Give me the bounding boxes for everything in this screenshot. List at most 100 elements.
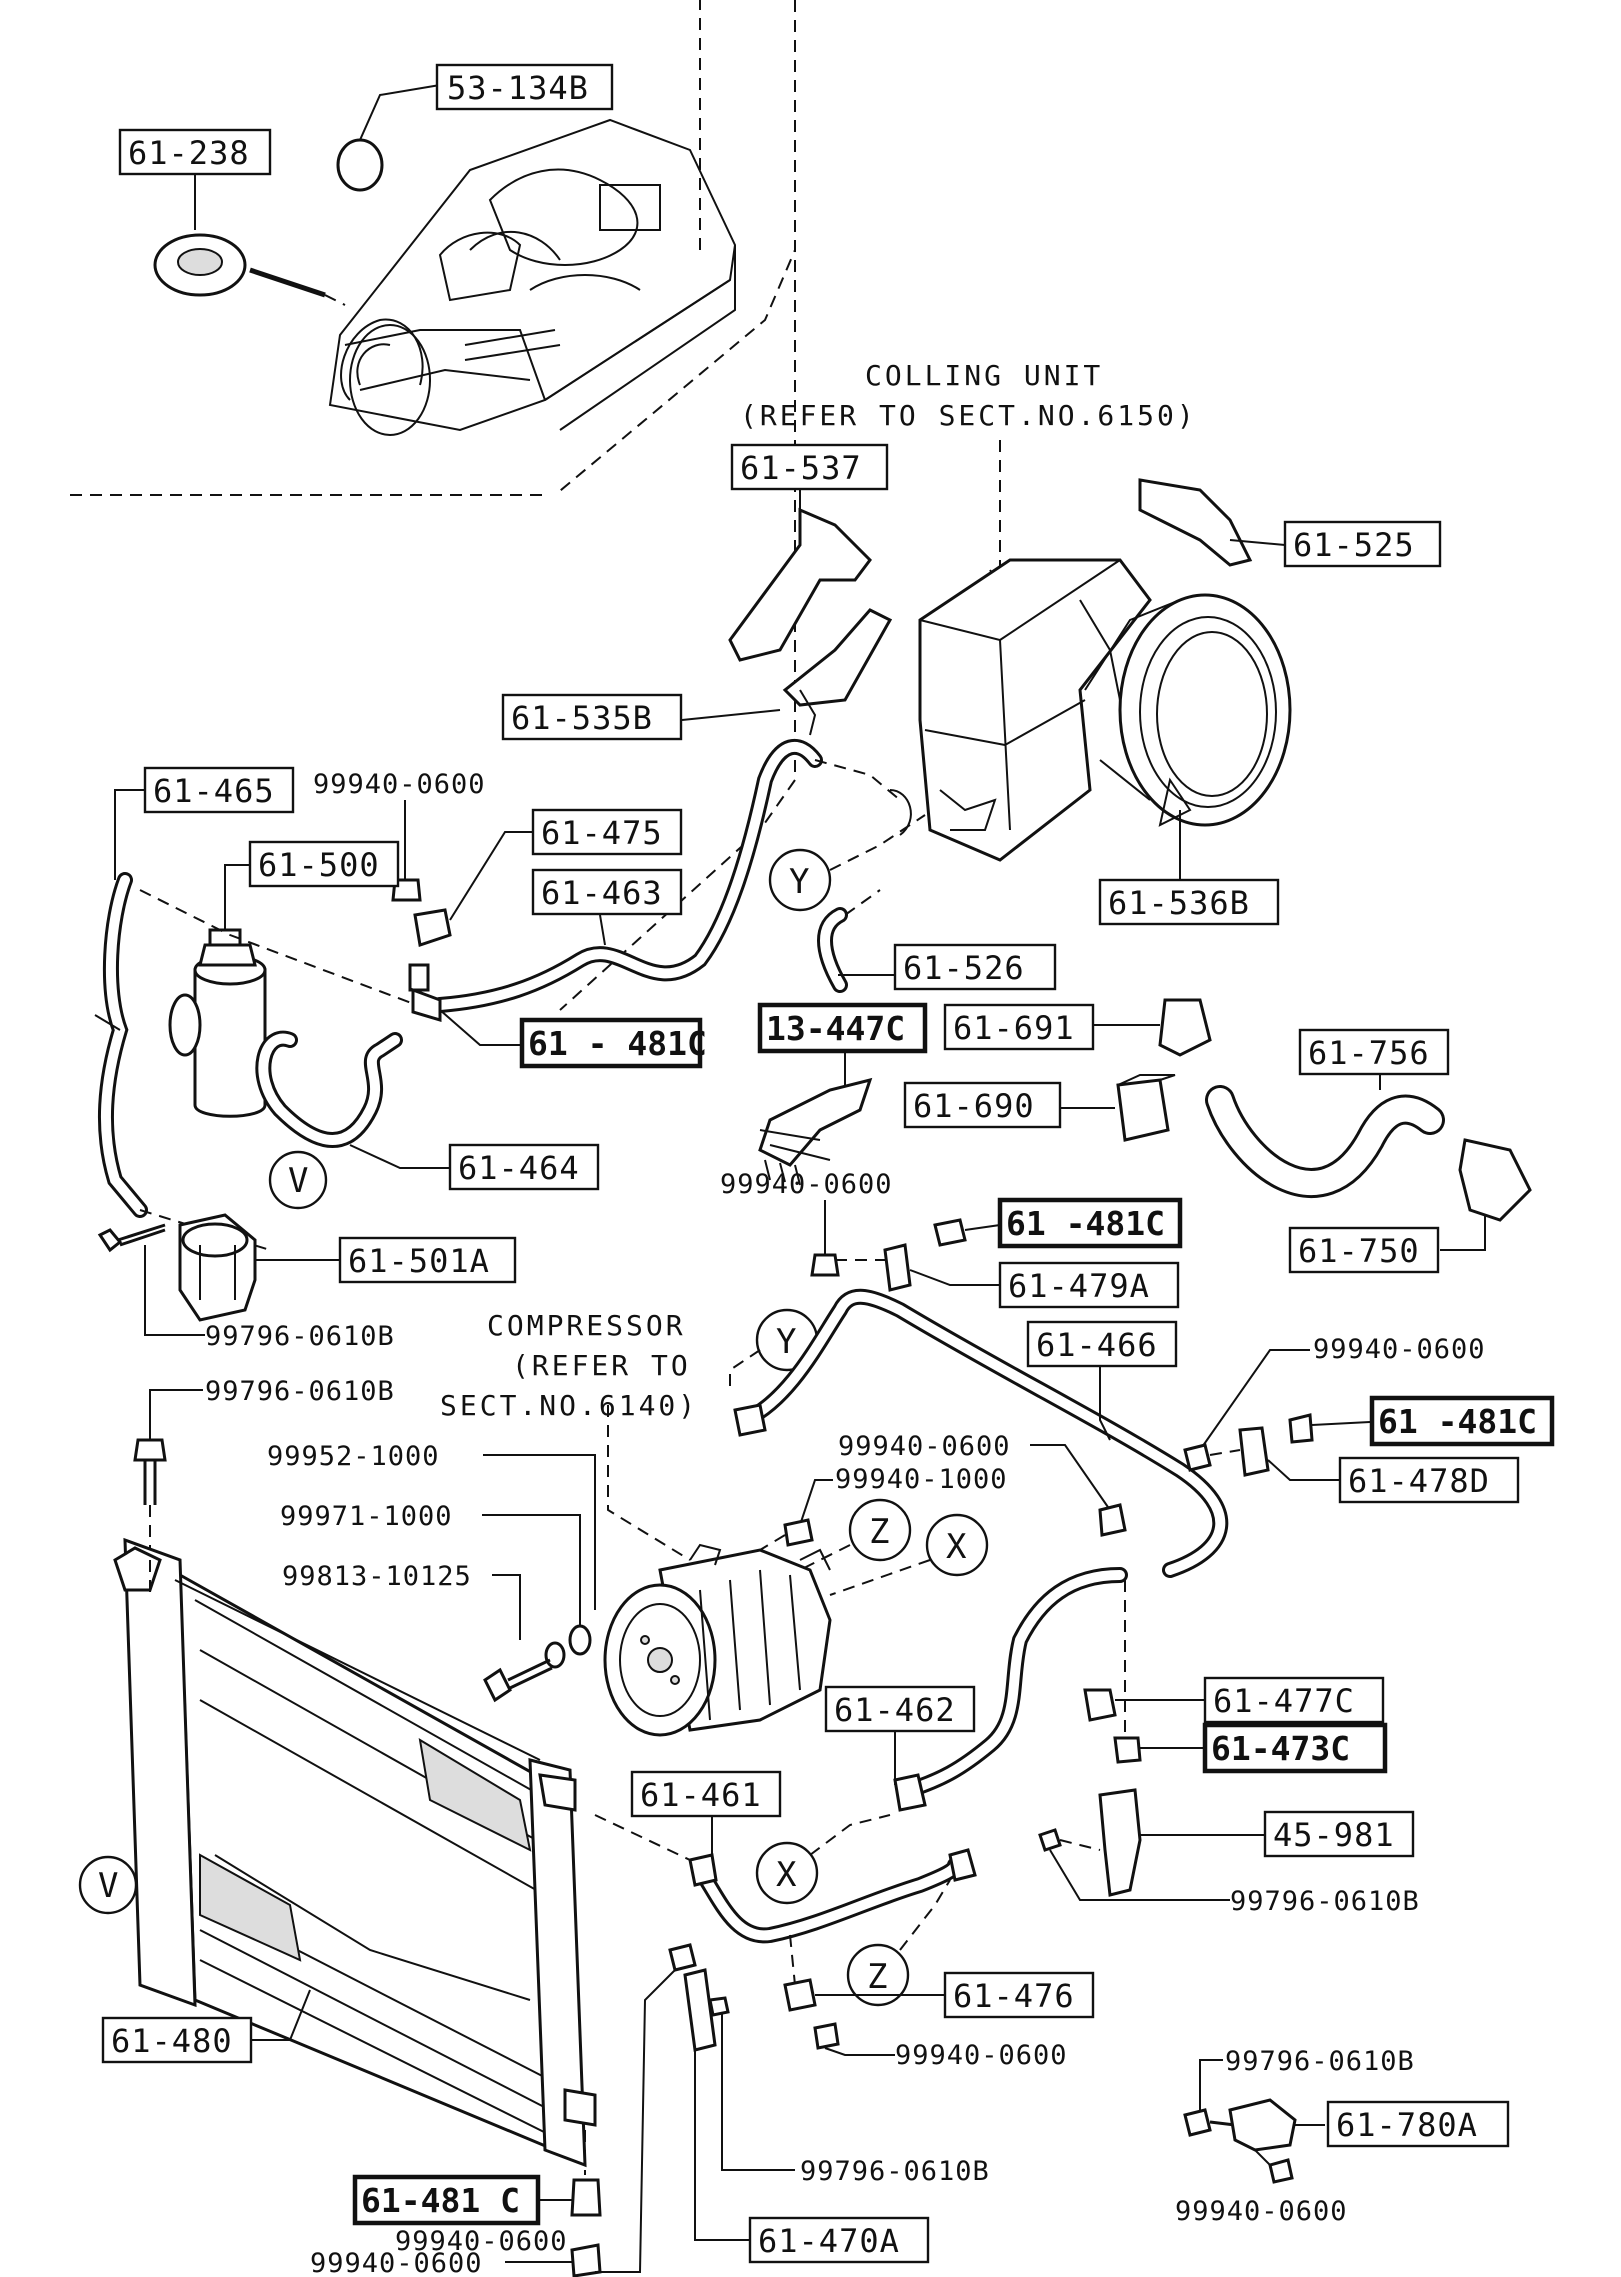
- part-label-61-537: 61-537: [740, 449, 862, 487]
- part-label-61-756: 61-756: [1308, 1034, 1430, 1072]
- part-label-61-478d: 61-478D: [1348, 1462, 1490, 1500]
- part-label-61-535b: 61-535B: [511, 699, 653, 737]
- label-box-61-481c-a: [519, 1017, 703, 1069]
- part-label-61-463: 61-463: [541, 874, 663, 912]
- cap-53-134b-icon: [336, 138, 384, 192]
- note-compressor-refer: (REFER TO: [512, 1349, 691, 1382]
- part-label-61-536b: 61-536B: [1108, 884, 1250, 922]
- label-box-61-477c: [1203, 1676, 1385, 1724]
- label-box-61-479a: [998, 1261, 1180, 1309]
- part-label-61-464: 61-464: [458, 1149, 580, 1187]
- label-box-61-481c-c: [1369, 1395, 1555, 1447]
- part-number-99940-0600-f: 99940-0600: [310, 2248, 483, 2277]
- part-label-61-501a: 61-501A: [348, 1242, 490, 1280]
- part-label-61-525: 61-525: [1293, 526, 1415, 564]
- part-number-99940-0600-d: 99940-0600: [838, 1431, 1011, 1462]
- marker-x-low-label: X: [776, 1855, 797, 1895]
- marker-z-low-label: Z: [867, 1957, 887, 1997]
- condenser-core: [178, 1572, 557, 2153]
- part-label-53-134b: 53-134B: [447, 69, 589, 107]
- part-label-61-470a: 61-470A: [758, 2222, 900, 2260]
- marker-x-mid: [925, 1513, 989, 1577]
- label-box-61-462: [824, 1685, 976, 1733]
- part-label-61-691: 61-691: [953, 1009, 1075, 1047]
- part-number-99940-0600-a: 99940-0600: [313, 769, 486, 800]
- note-cooling-refer: (REFER TO SECT.NO.6150): [740, 399, 1197, 432]
- part-label-61-466: 61-466: [1036, 1326, 1158, 1364]
- part-number-99796-0610b-a: 99796-0610B: [205, 1321, 395, 1352]
- label-box-61-466: [1026, 1320, 1178, 1368]
- part-label-61-238: 61-238: [128, 134, 250, 172]
- part-label-61-481c-b: 61 -481C: [1006, 1204, 1165, 1243]
- marker-y-top: [768, 848, 832, 912]
- part-number-99940-0600-h: 99940-0600: [1175, 2196, 1348, 2227]
- marker-x-mid-label: X: [946, 1527, 967, 1567]
- label-box-61-461: [630, 1770, 782, 1818]
- car-sketch: [328, 118, 737, 436]
- label-box-45-981: [1263, 1810, 1415, 1858]
- part-label-61-475: 61-475: [541, 814, 663, 852]
- part-label-61-465: 61-465: [153, 772, 275, 810]
- label-box-61-501a: [338, 1236, 517, 1284]
- part-label-61-690: 61-690: [913, 1087, 1035, 1125]
- part-number-99940-0600-c: 99940-0600: [1313, 1334, 1486, 1365]
- label-box-61-476: [943, 1971, 1095, 2019]
- label-box-61-756: [1298, 1028, 1450, 1076]
- vehicle-inset: 53-134B 61-238: [70, 0, 796, 1011]
- note-compressor-sect: SECT.NO.6140): [440, 1389, 698, 1422]
- part-number-99796-0610b-c: 99796-0610B: [1230, 1886, 1420, 1917]
- label-box-61-463: [531, 868, 683, 916]
- label-box-61-473c: [1202, 1722, 1388, 1774]
- label-box-61-525: [1283, 520, 1442, 568]
- marker-y-top-label: Y: [789, 862, 809, 902]
- part-number-99796-0610b-b: 99796-0610B: [205, 1376, 395, 1407]
- bracket-61-470a: 99796-0610B 61-470A 99940-0600: [395, 1943, 989, 2273]
- part-label-61-481c-a: 61 - 481C: [528, 1024, 707, 1063]
- label-box-61-500: [248, 840, 400, 888]
- label-box-53-134b: [435, 63, 614, 111]
- cooling-unit-housing: [918, 558, 1152, 862]
- part-number-99813-10125: 99813-10125: [282, 1561, 472, 1592]
- receiver-dryer-group: 61-465 99940-0600 61-500 61-475 61-463: [94, 738, 901, 1352]
- cooling-unit-duct-ring: [1118, 593, 1292, 827]
- part-label-61-479a: 61-479A: [1008, 1267, 1150, 1305]
- part-label-61-481c-c: 61 -481C: [1378, 1402, 1537, 1441]
- part-label-13-447c: 13-447C: [766, 1009, 905, 1048]
- part-number-99940-0600-e: 99940-0600: [895, 2040, 1068, 2071]
- note-compressor: COMPRESSOR: [487, 1309, 686, 1342]
- marker-z-low: [846, 1943, 910, 2007]
- part-label-61-780a: 61-780A: [1336, 2106, 1478, 2144]
- marker-x-low: [755, 1841, 819, 1905]
- marker-z-mid-label: Z: [869, 1512, 889, 1552]
- part-label-61-480: 61-480: [111, 2022, 233, 2060]
- part-number-99940-1000: 99940-1000: [835, 1464, 1008, 1495]
- part-label-61-750: 61-750: [1298, 1232, 1420, 1270]
- part-number-99940-0600-b: 99940-0600: [720, 1169, 893, 1200]
- label-box-61-536b: [1098, 878, 1280, 926]
- note-cooling-unit: COLLING UNIT: [865, 359, 1103, 392]
- label-box-61-481c-d: [352, 2174, 541, 2226]
- marker-v-low-label: V: [98, 1866, 118, 1906]
- label-box-61-475: [531, 808, 683, 856]
- label-box-61-478d: [1338, 1456, 1520, 1504]
- part-label-61-500: 61-500: [258, 846, 380, 884]
- cooling-unit-group: COLLING UNIT (REFER TO SECT.NO.6150): [740, 359, 1292, 862]
- condenser-group: V 61-480 61-481 C 99940-0600: [78, 1537, 602, 2277]
- part-number-99971-1000: 99971-1000: [280, 1501, 453, 1532]
- part-61-525: 61-525: [1138, 478, 1442, 568]
- part-label-61-461: 61-461: [640, 1776, 762, 1814]
- label-box-61-238: [118, 128, 272, 176]
- label-box-13-447c: [757, 1002, 928, 1054]
- marker-z-mid: [848, 1498, 912, 1562]
- label-box-61-780a: [1326, 2100, 1510, 2148]
- part-label-61-462: 61-462: [834, 1691, 956, 1729]
- label-box-61-690: [903, 1081, 1062, 1129]
- label-box-61-481c-b: [997, 1197, 1183, 1249]
- label-box-61-470a: [748, 2216, 930, 2264]
- marker-y-mid-label: Y: [776, 1322, 796, 1362]
- part-label-61-473c: 61-473C: [1211, 1729, 1350, 1768]
- bracket-61-537: 61-537: [728, 443, 893, 736]
- center-top-group: Y 61-526 61-536B 13-447C 61-691 61-690 6…: [720, 810, 1532, 1309]
- label-box-61-526: [893, 943, 1057, 991]
